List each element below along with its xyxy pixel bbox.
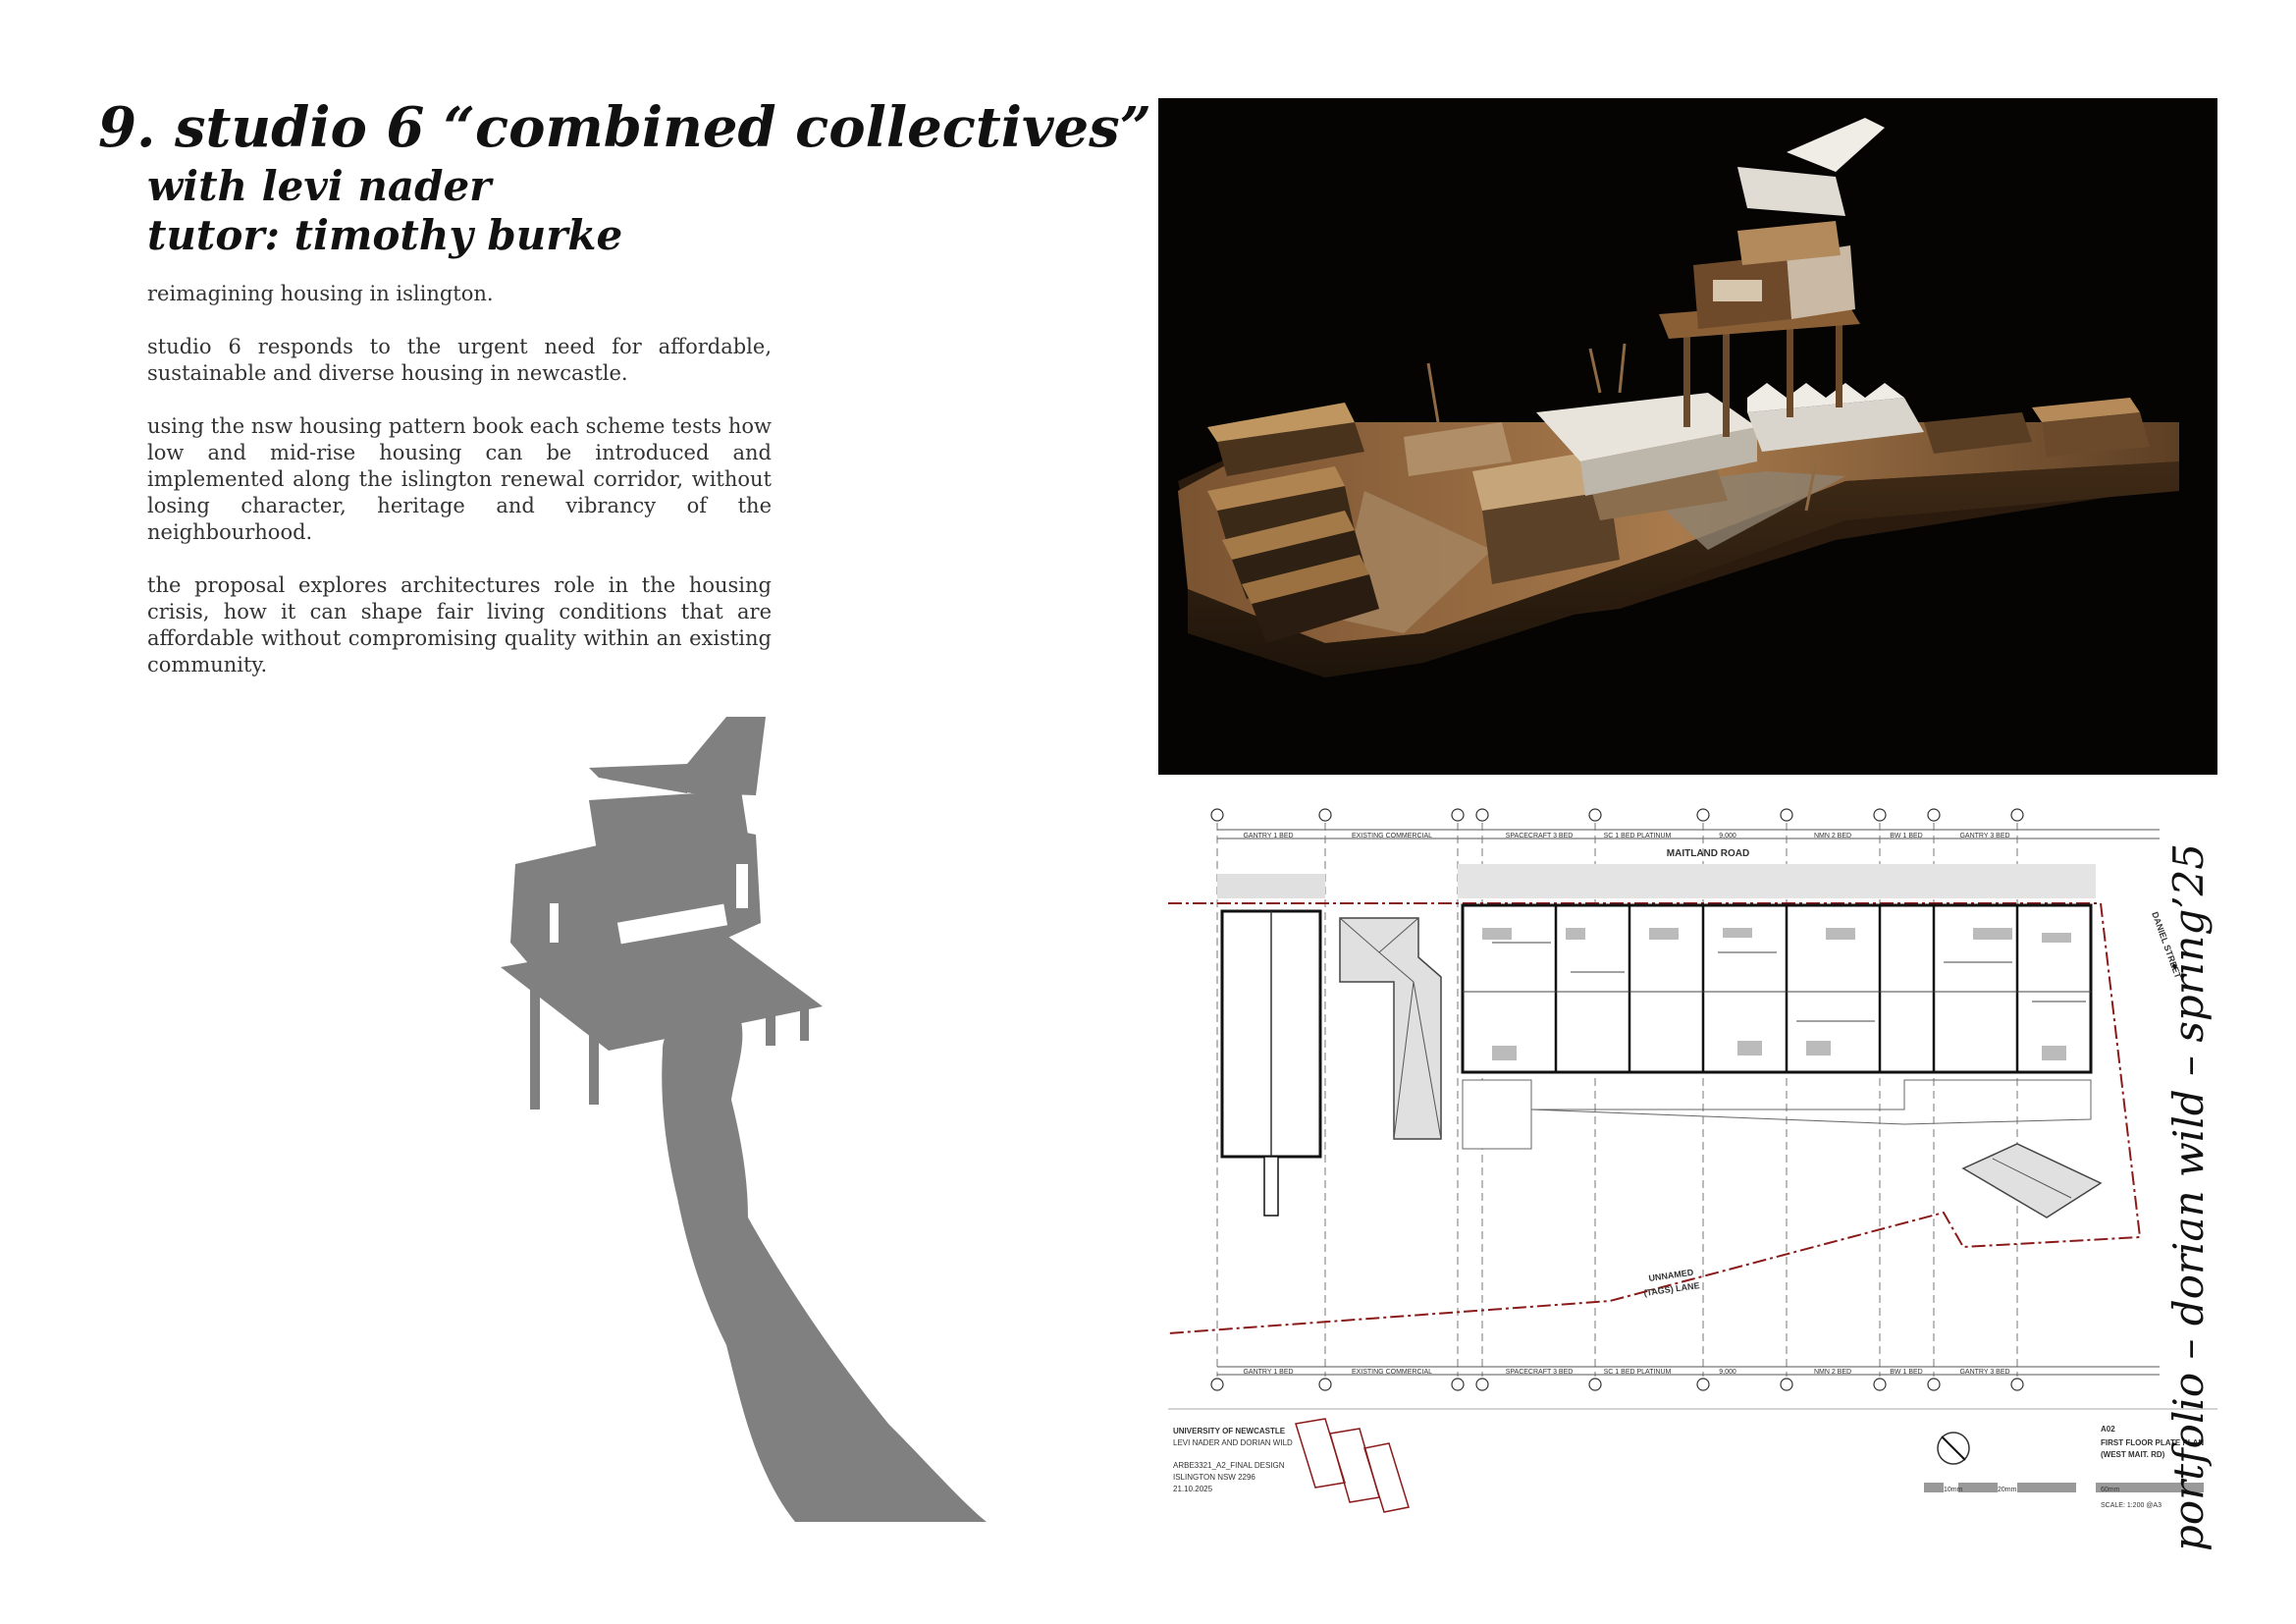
paragraph-intro: reimagining housing in islington. [147,282,494,305]
top-label: 9,000 [1719,833,1736,839]
scale-text: SCALE: 1:200 @A3 [2101,1502,2162,1509]
model-photograph [1158,98,2217,775]
info-line: LEVI NADER AND DORIAN WILD [1173,1438,1293,1447]
top-label: EXISTING COMMERCIAL [1352,833,1432,839]
sheet-title: (WEST MAIT. RD) [2101,1450,2165,1459]
top-label: SPACECRAFT 3 BED [1506,833,1574,839]
paragraph-method: using the nsw housing pattern book each … [147,414,772,544]
hand-model-silhouette [501,717,987,1522]
top-label: BW 1 BED [1890,833,1922,839]
collaborator-line: with levi nader [147,162,492,210]
top-gridlines [1210,808,2024,822]
bottom-label: 9,000 [1719,1369,1736,1376]
top-label: GANTRY 3 BED [1959,833,2009,839]
sheet-title: FIRST FLOOR PLATE PLAN [2101,1438,2204,1447]
portfolio-side-label: portfolio – dorian wild – spring’25 [2164,842,2213,1551]
bottom-gridlines [1210,1378,2024,1391]
north-arrow-icon [1937,1432,1970,1465]
top-label: GANTRY 1 BED [1243,833,1293,839]
paragraph-proposal: the proposal explores architectures role… [147,573,772,677]
info-line: 21.10.2025 [1173,1485,1213,1493]
road-label: MAITLAND ROAD [1667,848,1749,859]
page-title: 9. studio 6 “combined collectives” [98,95,1151,160]
paragraph-studio: studio 6 responds to the urgent need for… [147,335,772,385]
top-label: SC 1 BED PLATINUM [1604,833,1672,839]
scale-mark: 60mm [2101,1487,2120,1493]
scale-mark: 20mm [1998,1487,2017,1493]
project-description: reimagining housing in islington. studio… [147,281,772,705]
lane-label-2: (TAGS) LANE [1643,1280,1700,1298]
top-label: NMN 2 BED [1814,833,1851,839]
bottom-label: NMN 2 BED [1814,1369,1851,1376]
scale-bar: 10mm 20mm 60mm SCALE: 1:200 @A3 [1924,1483,2204,1509]
tutor-line: tutor: timothy burke [147,211,623,259]
bottom-label: GANTRY 3 BED [1959,1369,2009,1376]
sheet-code: A02 [2101,1425,2115,1434]
scale-mark: 10mm [1944,1487,1963,1493]
info-line: ISLINGTON NSW 2296 [1173,1473,1255,1482]
floor-plate-plan: GANTRY 1 BED EXISTING COMMERCIAL SPACECR… [1158,795,2217,1532]
bottom-label: SC 1 BED PLATINUM [1604,1369,1672,1376]
key-plan [1295,1418,1410,1513]
bottom-label: BW 1 BED [1890,1369,1922,1376]
bottom-label: SPACECRAFT 3 BED [1506,1369,1574,1376]
info-line: ARBE3321_A2_FINAL DESIGN [1173,1461,1285,1470]
info-line: UNIVERSITY OF NEWCASTLE [1173,1427,1286,1435]
bottom-label: GANTRY 1 BED [1243,1369,1293,1376]
bottom-label: EXISTING COMMERCIAL [1352,1369,1432,1376]
